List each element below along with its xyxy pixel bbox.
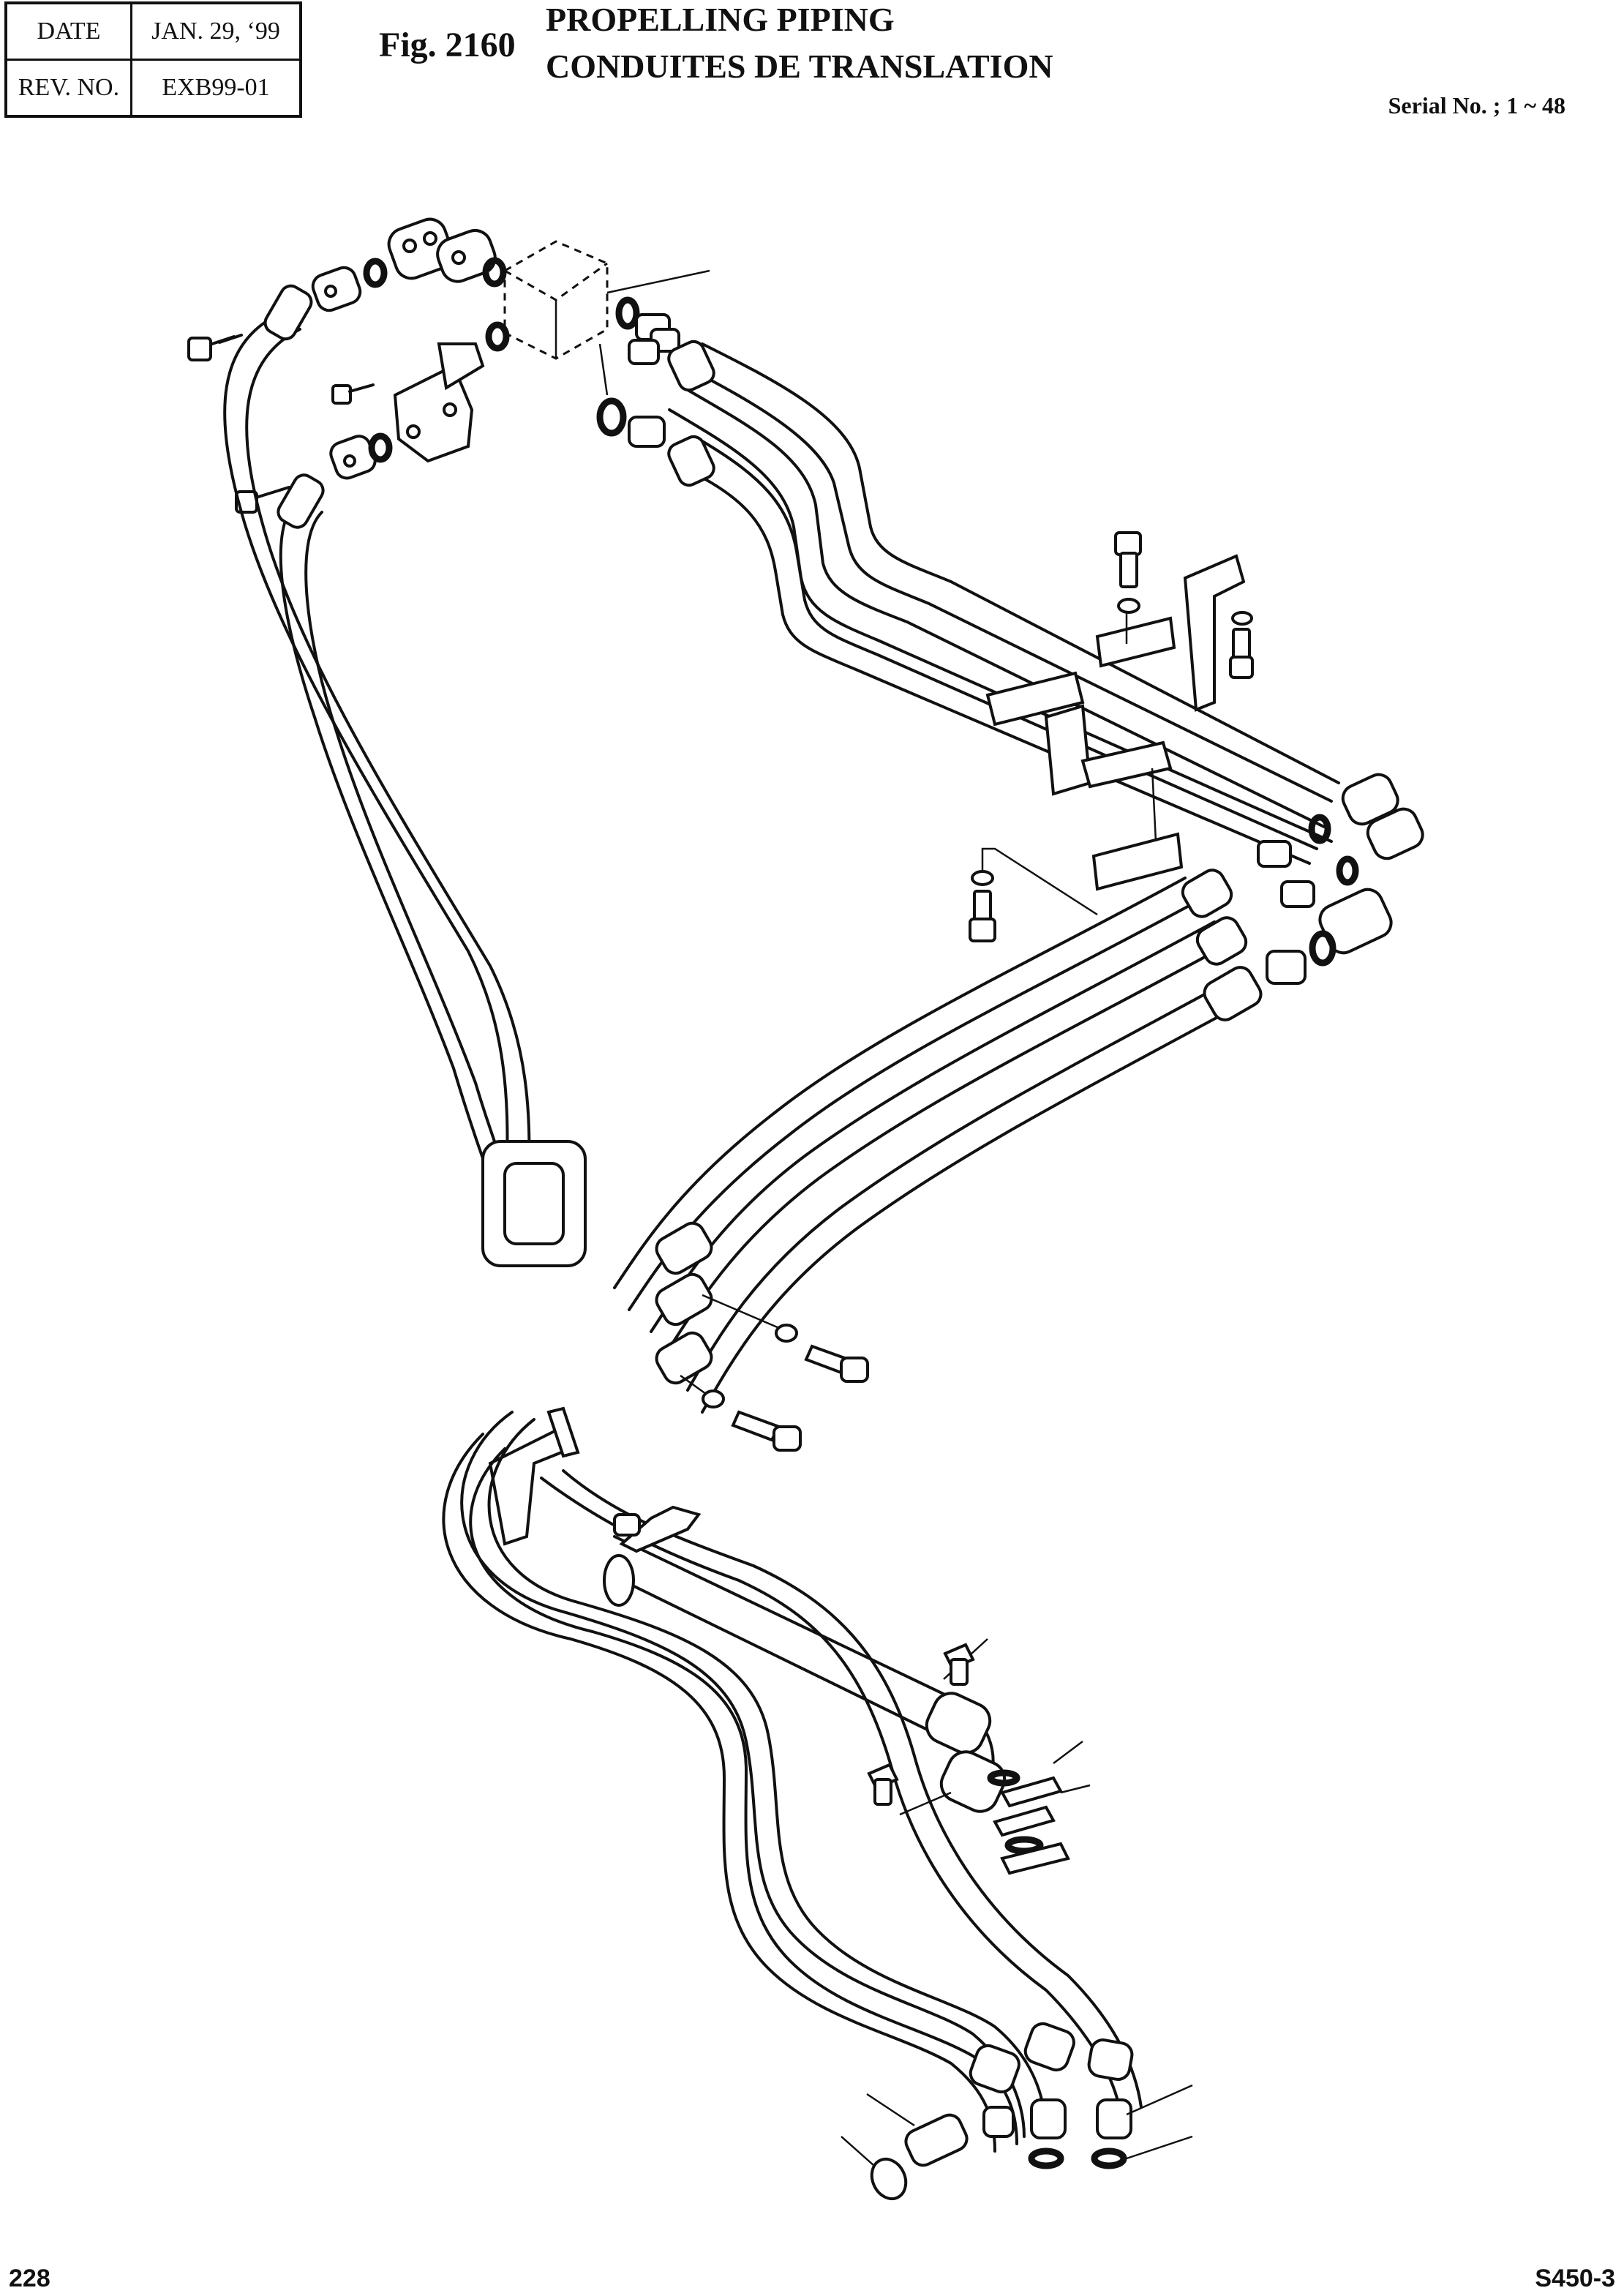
upper-parallel-pipes	[667, 339, 1340, 865]
date-label: DATE	[4, 1, 132, 61]
middle-bolts	[680, 1294, 869, 1452]
lower-end-fittings	[841, 2022, 1193, 2201]
revision-row: REV. NO. EXB99-01	[4, 59, 302, 118]
date-row: DATE JAN. 29, ‘99	[4, 1, 302, 61]
lower-right-gaskets	[867, 1638, 1091, 1875]
upper-clamp-bracket	[985, 554, 1246, 891]
revision-value: EXB99-01	[130, 59, 302, 118]
figure-title-english: PROPELLING PIPING	[546, 1, 895, 38]
lower-flange-assembly	[329, 342, 485, 480]
figure-number: Fig. 2160	[379, 26, 516, 64]
lower-right-pipe	[603, 1505, 1007, 1813]
revision-table: DATE JAN. 29, ‘99 REV. NO. EXB99-01	[4, 1, 302, 118]
figure-title-french: CONDUITES DE TRANSLATION	[546, 48, 1053, 85]
upper-right-bolts	[969, 531, 1254, 942]
center-bracket	[488, 1406, 580, 1546]
lower-hose-loop	[442, 1411, 1143, 2153]
block-side-fittings	[596, 296, 680, 448]
right-end-fittings	[1257, 773, 1424, 985]
center-clamp	[481, 1140, 587, 1267]
upper-left-bolts	[187, 334, 375, 514]
middle-diagonal-pipes	[613, 868, 1263, 1414]
page-number: 228	[9, 2265, 50, 2292]
date-value: JAN. 29, ‘99	[130, 1, 302, 61]
left-hose-bundle	[223, 284, 535, 1245]
revision-label: REV. NO.	[4, 59, 132, 118]
upper-flange-assembly	[311, 217, 510, 352]
model-code: S450-3	[1535, 2265, 1615, 2292]
serial-range: Serial No. ; 1 ~ 48	[1388, 92, 1565, 119]
